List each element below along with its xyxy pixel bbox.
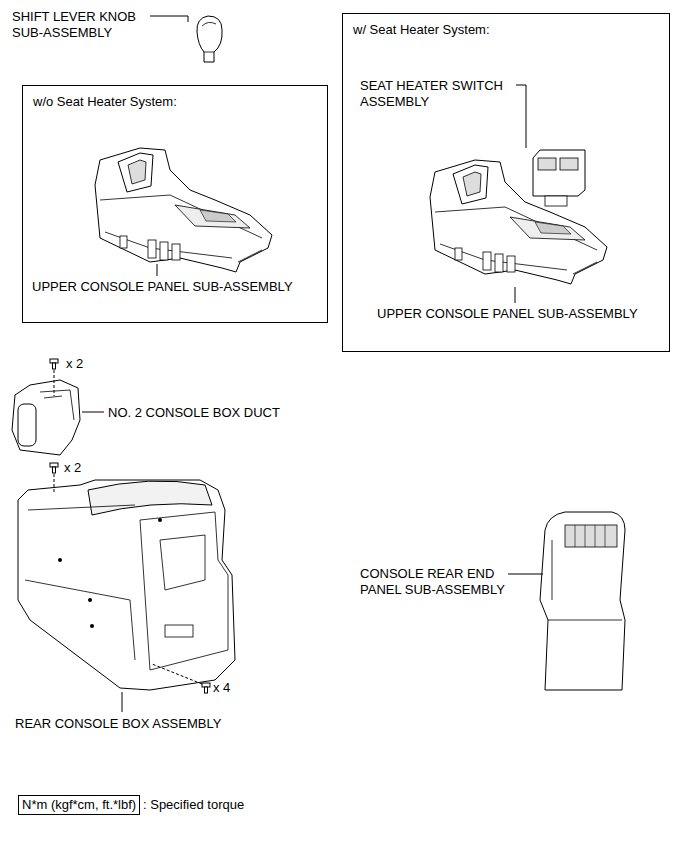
box-heading: N*m (kgf*cm, ft.*lbf) [22, 797, 136, 813]
part-name: SEAT HEATER SWITCH ASSEMBLY [360, 78, 525, 110]
torque-legend-box: N*m (kgf*cm, ft.*lbf) [18, 795, 140, 815]
part-name: UPPER CONSOLE PANEL SUB-ASSEMBLY [377, 306, 638, 322]
part-name: REAR CONSOLE BOX ASSEMBLY [15, 716, 221, 732]
leader-line [150, 16, 188, 22]
leader-line [157, 264, 158, 276]
variant-box: w/ Seat Heater System: [342, 13, 670, 352]
leader-line [516, 85, 526, 148]
legend-note: : Specified torque [143, 797, 244, 813]
leader-line [122, 692, 123, 712]
bolt-line [152, 664, 202, 684]
bolt-symbol [50, 359, 58, 369]
part-name: NO. 2 CONSOLE BOX DUCT [108, 405, 280, 421]
box-heading: w/ Seat Heater System: [353, 22, 659, 38]
part-name: CONSOLE REAR END PANEL SUB-ASSEMBLY [360, 566, 525, 598]
leader-line [82, 412, 104, 413]
shift-knob-drawing [197, 16, 222, 62]
duct-drawing [12, 380, 80, 455]
bolt-line [54, 474, 55, 492]
rear-console-drawing [18, 480, 235, 690]
quantity-label: x 4 [213, 680, 230, 696]
leader-line [508, 574, 543, 575]
quantity-label: x 2 [66, 356, 83, 372]
seat-heater-switch-drawing [533, 150, 585, 206]
bolt-symbol [202, 683, 210, 693]
box-heading: w/o Seat Heater System: [33, 94, 317, 110]
bolt-line [54, 370, 55, 396]
part-name: UPPER CONSOLE PANEL SUB-ASSEMBLY [32, 279, 293, 295]
bolt-symbol [50, 463, 58, 473]
upper-console-drawing [95, 148, 272, 272]
rear-end-panel-drawing [540, 512, 625, 690]
quantity-label: x 2 [64, 460, 81, 476]
part-name: SHIFT LEVER KNOB SUB-ASSEMBLY [12, 9, 152, 41]
leader-line [515, 287, 516, 303]
